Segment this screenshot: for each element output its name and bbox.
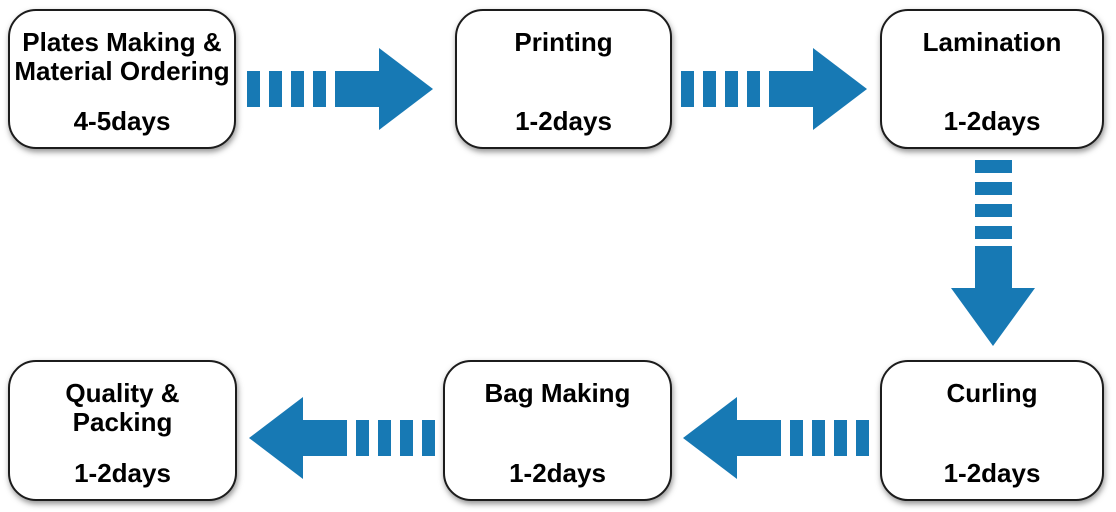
node-title: Plates Making & Material Ordering — [14, 27, 230, 87]
node-title: Quality & Packing — [65, 378, 180, 438]
node-title: Curling — [946, 378, 1038, 408]
arrow-bag-making-to-quality-icon — [249, 397, 435, 479]
node-title: Lamination — [922, 27, 1062, 57]
node-duration: 1-2days — [943, 458, 1041, 488]
node-duration: 1-2days — [515, 106, 612, 136]
node-bag-making: Bag Making 1-2days — [443, 360, 672, 501]
node-duration: 1-2days — [509, 458, 606, 488]
node-quality-packing: Quality & Packing 1-2days — [8, 360, 237, 501]
node-title: Printing — [514, 27, 613, 57]
node-curling: Curling 1-2days — [880, 360, 1104, 501]
arrow-plates-to-printing-icon — [247, 48, 433, 130]
arrow-lamination-to-curling-icon — [951, 160, 1035, 346]
node-printing: Printing 1-2days — [455, 9, 672, 149]
arrow-curling-to-bag-making-icon — [683, 397, 869, 479]
node-plates-making: Plates Making & Material Ordering 4-5day… — [8, 9, 236, 149]
node-duration: 4-5days — [73, 106, 171, 136]
node-duration: 1-2days — [943, 106, 1041, 136]
node-lamination: Lamination 1-2days — [880, 9, 1104, 149]
arrow-printing-to-lamination-icon — [681, 48, 867, 130]
node-title: Bag Making — [484, 378, 631, 408]
node-duration: 1-2days — [74, 458, 171, 488]
